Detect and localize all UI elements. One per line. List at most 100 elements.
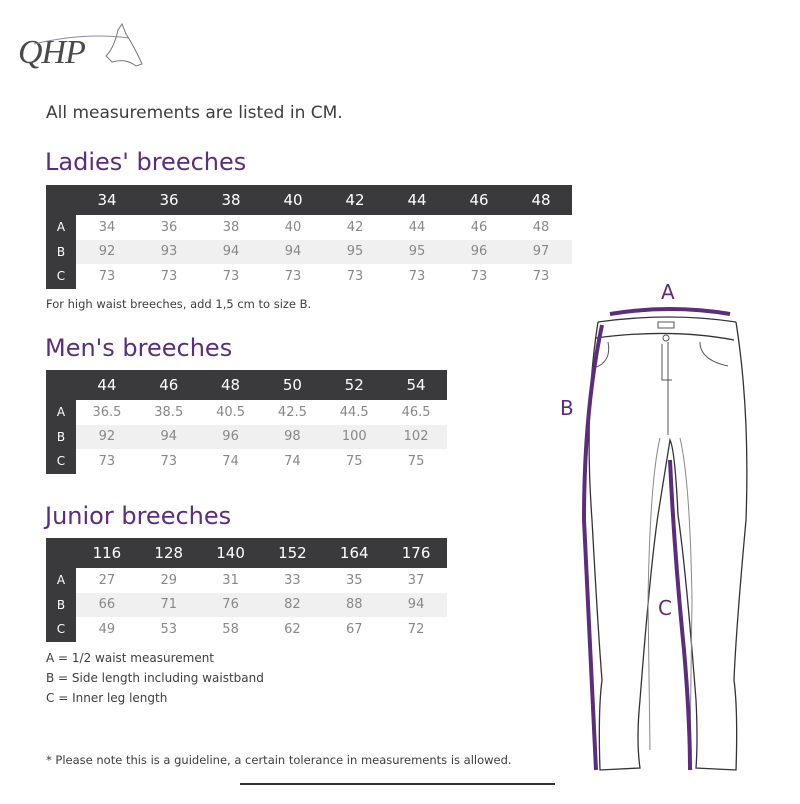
cell: 73 bbox=[346, 268, 364, 284]
cell: 37 bbox=[407, 572, 425, 588]
cell: 92 bbox=[76, 239, 138, 264]
size-header: 164 bbox=[323, 538, 386, 568]
cell: 73 bbox=[470, 268, 488, 284]
legend-item-a: A = 1/2 waist measurement bbox=[46, 651, 215, 665]
diagram-label-c: C bbox=[658, 596, 672, 620]
size-header: 48 bbox=[510, 185, 572, 215]
cell: 102 bbox=[385, 424, 447, 449]
cell: 35 bbox=[345, 572, 363, 588]
junior-size-table: 116 128 140 152 164 176 A 27 29 31 33 35… bbox=[46, 538, 447, 642]
cell: 67 bbox=[345, 621, 363, 637]
cell: 38.5 bbox=[154, 404, 184, 420]
cell: 27 bbox=[98, 572, 116, 588]
corner-cell bbox=[46, 538, 76, 568]
cell: 62 bbox=[284, 621, 301, 637]
cell: 34 bbox=[98, 219, 116, 235]
intro-text: All measurements are listed in CM. bbox=[46, 103, 343, 123]
cell: 71 bbox=[137, 592, 200, 617]
cell: 73 bbox=[98, 453, 116, 469]
size-header: 42 bbox=[324, 185, 386, 215]
cell: 58 bbox=[222, 621, 239, 637]
row-label: B bbox=[46, 239, 76, 264]
cell: 76 bbox=[199, 592, 262, 617]
row-label: C bbox=[46, 264, 76, 289]
cell: 38 bbox=[222, 219, 240, 235]
cell: 42 bbox=[346, 219, 364, 235]
cell: 46 bbox=[470, 219, 488, 235]
junior-title: Junior breeches bbox=[45, 502, 232, 530]
table-row: C 49 53 58 62 67 72 bbox=[46, 617, 447, 642]
corner-cell bbox=[46, 185, 76, 215]
qhp-logo: QHP bbox=[14, 22, 154, 72]
size-header: 50 bbox=[261, 370, 324, 400]
size-header: 44 bbox=[76, 370, 138, 400]
cell: 95 bbox=[386, 239, 448, 264]
breeches-outline-icon bbox=[581, 307, 748, 771]
horse-head-icon bbox=[33, 22, 143, 67]
row-label: A bbox=[46, 215, 76, 240]
size-header: 40 bbox=[262, 185, 324, 215]
table-row: A 34 36 38 40 42 44 46 48 bbox=[46, 215, 572, 240]
size-header: 128 bbox=[137, 538, 200, 568]
cell: 49 bbox=[98, 621, 116, 637]
ladies-note: For high waist breeches, add 1,5 cm to s… bbox=[46, 297, 312, 311]
size-header: 36 bbox=[138, 185, 200, 215]
cell: 75 bbox=[345, 453, 363, 469]
cell: 73 bbox=[98, 268, 116, 284]
cell: 93 bbox=[138, 239, 200, 264]
cell: 73 bbox=[408, 268, 426, 284]
mens-size-table: 44 46 48 50 52 54 A 36.5 38.5 40.5 42.5 … bbox=[46, 370, 447, 474]
cell: 73 bbox=[160, 268, 178, 284]
table-row: C 73 73 73 73 73 73 73 73 bbox=[46, 264, 572, 289]
size-header: 176 bbox=[385, 538, 447, 568]
size-header: 48 bbox=[199, 370, 262, 400]
cell: 44 bbox=[408, 219, 426, 235]
row-label: B bbox=[46, 592, 76, 617]
cell: 72 bbox=[407, 621, 425, 637]
ladies-title: Ladies' breeches bbox=[45, 148, 247, 176]
cell: 73 bbox=[284, 268, 302, 284]
cell: 94 bbox=[200, 239, 262, 264]
cell: 74 bbox=[222, 453, 239, 469]
table-header-row: 44 46 48 50 52 54 bbox=[46, 370, 447, 400]
mens-title: Men's breeches bbox=[45, 334, 233, 362]
cell: 36.5 bbox=[92, 404, 122, 420]
cell: 94 bbox=[385, 592, 447, 617]
cell: 42.5 bbox=[277, 404, 307, 420]
table-row: A 27 29 31 33 35 37 bbox=[46, 568, 447, 593]
cell: 94 bbox=[137, 424, 200, 449]
size-header: 116 bbox=[76, 538, 138, 568]
cell: 96 bbox=[448, 239, 510, 264]
cell: 94 bbox=[262, 239, 324, 264]
cell: 31 bbox=[222, 572, 239, 588]
cell: 88 bbox=[323, 592, 386, 617]
size-header: 46 bbox=[448, 185, 510, 215]
cell: 33 bbox=[284, 572, 301, 588]
table-header-row: 34 36 38 40 42 44 46 48 bbox=[46, 185, 572, 215]
table-row: C 73 73 74 74 75 75 bbox=[46, 449, 447, 474]
cell: 75 bbox=[407, 453, 425, 469]
size-header: 44 bbox=[386, 185, 448, 215]
table-row: A 36.5 38.5 40.5 42.5 44.5 46.5 bbox=[46, 400, 447, 425]
corner-cell bbox=[46, 370, 76, 400]
cell: 73 bbox=[532, 268, 550, 284]
cell: 98 bbox=[261, 424, 324, 449]
cell: 66 bbox=[76, 592, 138, 617]
cell: 53 bbox=[160, 621, 178, 637]
size-header: 46 bbox=[137, 370, 200, 400]
breeches-diagram: A B C bbox=[540, 270, 800, 800]
cell: 97 bbox=[510, 239, 572, 264]
cell: 48 bbox=[532, 219, 550, 235]
cell: 100 bbox=[323, 424, 386, 449]
table-header-row: 116 128 140 152 164 176 bbox=[46, 538, 447, 568]
row-label: A bbox=[46, 568, 76, 593]
cell: 29 bbox=[160, 572, 178, 588]
cell: 92 bbox=[76, 424, 138, 449]
divider bbox=[240, 783, 555, 785]
cell: 95 bbox=[324, 239, 386, 264]
cell: 96 bbox=[199, 424, 262, 449]
legend-item-c: C = Inner leg length bbox=[46, 691, 168, 705]
size-header: 152 bbox=[261, 538, 324, 568]
size-header: 52 bbox=[323, 370, 386, 400]
ladies-size-table: 34 36 38 40 42 44 46 48 A 34 36 38 40 42… bbox=[46, 185, 572, 289]
